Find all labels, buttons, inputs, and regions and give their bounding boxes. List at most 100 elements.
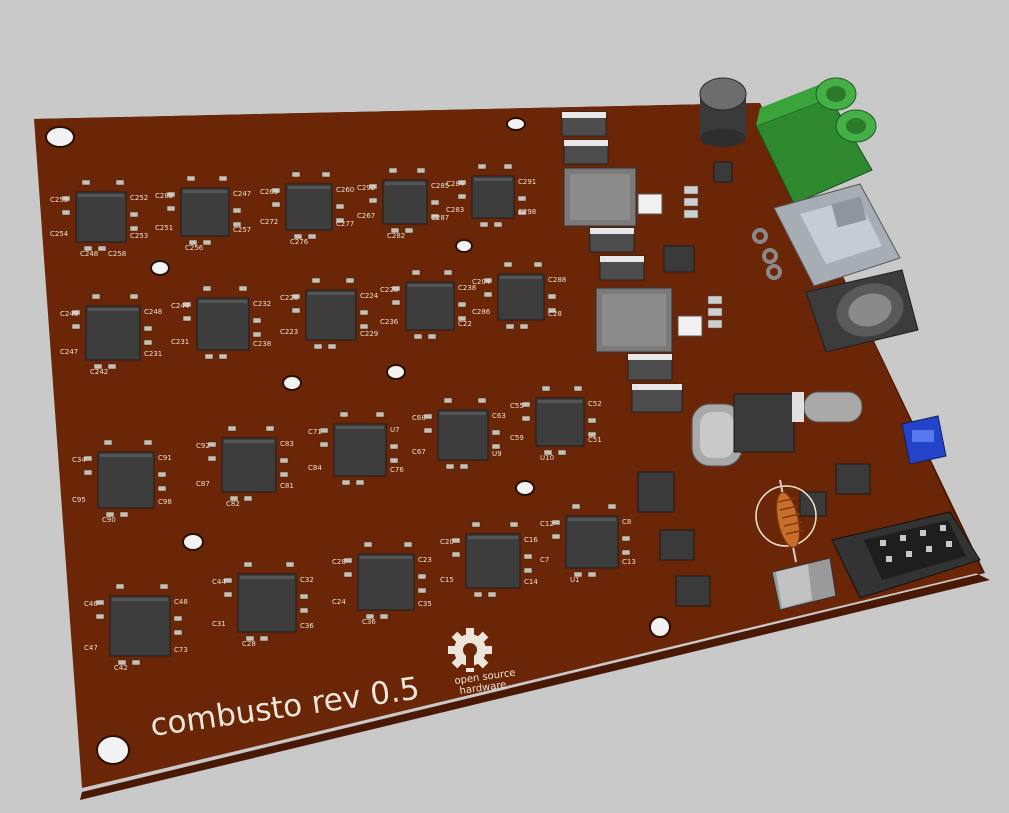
ref-designator: C87: [196, 480, 210, 488]
smd-capacitor: [291, 307, 301, 314]
ref-designator: C229: [360, 330, 378, 338]
ref-designator: C67: [412, 448, 426, 456]
smd-capacitor: [143, 325, 153, 332]
smd-capacitor: [265, 425, 275, 432]
qfn-chip: [497, 273, 545, 321]
ref-designator: C292: [357, 184, 375, 192]
ref-designator: C59: [510, 434, 524, 442]
green-terminal-block: [755, 77, 877, 205]
smd-capacitor: [416, 167, 426, 174]
ref-designator: C55: [510, 402, 524, 410]
qfn-chip: [535, 397, 585, 447]
ref-designator: C12: [540, 520, 554, 528]
smd-capacitor: [259, 635, 269, 642]
ref-designator: C73: [174, 646, 188, 654]
smd-capacitor: [252, 317, 262, 324]
smd-capacitor: [279, 471, 289, 478]
qfn-chip-highlight: [408, 284, 452, 287]
smd-capacitor: [471, 521, 481, 528]
mounting-hole: [386, 364, 406, 380]
smd-capacitor: [291, 171, 301, 178]
smd-capacitor: [232, 221, 242, 228]
smd-capacitor: [285, 561, 295, 568]
smd-capacitor: [443, 269, 453, 276]
smd-capacitor: [157, 471, 167, 478]
ref-designator: C236: [380, 318, 399, 326]
ref-designator: C8: [622, 518, 631, 526]
smd-capacitor: [173, 615, 183, 622]
smd-capacitor: [279, 457, 289, 464]
ref-designator: C248: [80, 250, 98, 258]
qfn-chip-grid: [75, 175, 619, 657]
smd-capacitor: [543, 449, 553, 456]
smd-capacitor: [573, 385, 583, 392]
ref-designator: U1: [570, 576, 580, 584]
smd-capacitor: [103, 439, 113, 446]
smd-capacitor: [533, 261, 543, 268]
ref-designator: C238: [458, 284, 476, 292]
ref-designator: C14: [524, 578, 538, 586]
smd-capacitor: [343, 557, 353, 564]
ref-designator: C283: [446, 206, 464, 214]
smd-capacitor: [621, 535, 631, 542]
ref-designator: C28: [242, 640, 256, 648]
smd-capacitor: [503, 163, 513, 170]
ref-designator: C244: [171, 302, 190, 310]
smd-capacitor: [503, 261, 513, 268]
qfn-chip: [405, 281, 455, 331]
smd-capacitor: [403, 541, 413, 548]
smd-capacitor: [299, 593, 309, 600]
qfn-chip-highlight: [88, 308, 138, 311]
smd-capacitor: [445, 463, 455, 470]
smd-capacitor: [451, 537, 461, 544]
ref-designator: C224: [360, 292, 379, 300]
ref-designator: C276: [290, 238, 309, 246]
smd-capacitor: [417, 573, 427, 580]
smd-capacitor: [271, 187, 281, 194]
ref-designator: C84: [308, 464, 322, 472]
ref-designator: C98: [158, 498, 172, 506]
smd-capacitor: [457, 193, 467, 200]
ref-designator: C260: [336, 186, 354, 194]
small-ic: [663, 245, 695, 273]
smd-capacitor: [457, 315, 467, 322]
smd-capacitor: [61, 195, 71, 202]
ref-designator: C251: [155, 224, 173, 232]
ref-designator: C16: [524, 536, 538, 544]
ref-designator: C82: [226, 500, 240, 508]
smd-capacitor: [188, 239, 198, 246]
ref-designator: C284: [446, 180, 465, 188]
smd-capacitor: [157, 485, 167, 492]
ref-designator: C34: [72, 456, 86, 464]
ref-designator: C81: [280, 482, 294, 490]
ref-designator: C36: [362, 618, 376, 626]
smd-capacitor: [391, 299, 401, 306]
smd-capacitor: [607, 503, 617, 510]
ref-designator: C28: [332, 558, 346, 566]
smd-capacitor: [587, 417, 597, 424]
ref-designator: C246: [60, 310, 79, 318]
ref-designator: C232: [253, 300, 271, 308]
smd-capacitor: [299, 607, 309, 614]
ref-designator: C42: [114, 664, 128, 672]
smd-capacitor: [129, 225, 139, 232]
qfn-chip: [97, 451, 155, 509]
ref-designator: C47: [84, 644, 98, 652]
qfn-chip-highlight: [78, 194, 124, 197]
smd-capacitor: [61, 209, 71, 216]
smd-capacitor: [115, 583, 125, 590]
smd-capacitor: [245, 635, 255, 642]
micro-usb-connector: [901, 415, 947, 465]
small-ic: [675, 575, 711, 607]
ref-designator: C253: [130, 232, 148, 240]
smd-capacitor: [293, 233, 303, 240]
ref-designator: C252: [130, 194, 148, 202]
qfn-chip: [75, 191, 127, 243]
smd-capacitor: [223, 577, 233, 584]
smd-capacitor: [430, 199, 440, 206]
qfn-chip: [357, 553, 415, 611]
qfn-chip: [285, 183, 333, 231]
smd-capacitor: [159, 583, 169, 590]
smd-capacitor: [166, 191, 176, 198]
smd-capacitor: [547, 307, 557, 314]
